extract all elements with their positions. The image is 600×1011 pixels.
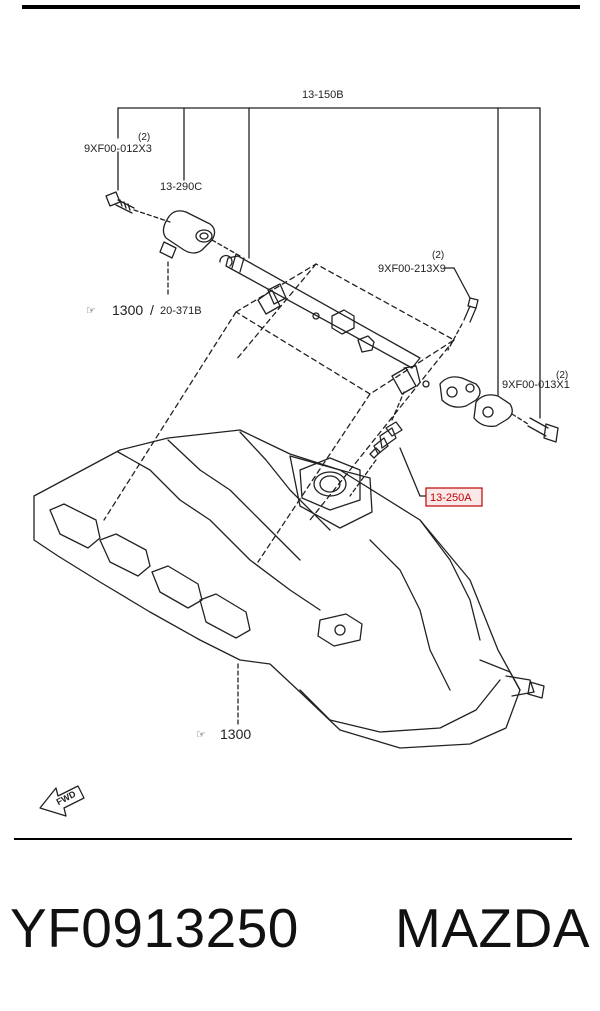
injector-callout[interactable]: 13-250A — [425, 487, 483, 507]
label-bolt-mid-qty: (2) — [432, 250, 444, 261]
bolt-left-drawing — [105, 191, 171, 223]
top-rule — [22, 5, 580, 9]
footer: YF0913250 MAZDA — [10, 892, 590, 972]
label-ref-upper-num: 1300 — [112, 302, 143, 318]
pressure-regulator-drawing — [159, 210, 241, 295]
label-bolt-right-part: 9XF00-013X1 — [502, 379, 570, 391]
ref-upper: ☞ 1300 / 20-371B — [86, 302, 202, 318]
label-ref-lower-num: 1300 — [220, 726, 251, 742]
label-injector: 13-250A — [430, 492, 472, 504]
injector-drawing — [349, 391, 427, 497]
label-bolt-left-part: 9XF00-012X3 — [84, 143, 152, 155]
ref-lower: ☞ 1300 — [196, 726, 251, 742]
injector-zone-dashes — [103, 263, 455, 563]
fwd-arrow-drawing — [39, 785, 85, 817]
fuel-rail-drawing — [219, 253, 430, 395]
fuel-rail-bracket — [117, 107, 541, 419]
brand-name: MAZDA — [395, 897, 590, 959]
label-fuel-rail: 13-150B — [302, 89, 344, 101]
bottom-rule — [14, 838, 572, 840]
injector-highlight-box — [425, 487, 483, 507]
part-number: YF0913250 — [10, 897, 299, 959]
bolt-mid-drawing — [447, 297, 479, 351]
label-bolt-right-qty: (2) — [556, 370, 568, 381]
ref-upper-book-icon: ☞ — [86, 305, 96, 317]
parts-diagram: 13-150B (2) 9XF00-012X3 13-290C ☞ 1300 /… — [33, 89, 570, 817]
label-bolt-left-qty: (2) — [138, 132, 150, 143]
label-fwd: FWD — [55, 788, 78, 807]
label-pressure-regulator: 13-290C — [160, 181, 202, 193]
ref-lower-book-icon: ☞ — [196, 729, 206, 741]
rail-flanges-drawing — [439, 376, 559, 443]
label-bolt-mid-part: 9XF00-213X9 — [378, 263, 446, 275]
intake-manifold-drawing — [33, 429, 545, 749]
label-ref-upper-sep: / — [150, 302, 154, 318]
label-ref-upper-alt: 20-371B — [160, 305, 202, 317]
